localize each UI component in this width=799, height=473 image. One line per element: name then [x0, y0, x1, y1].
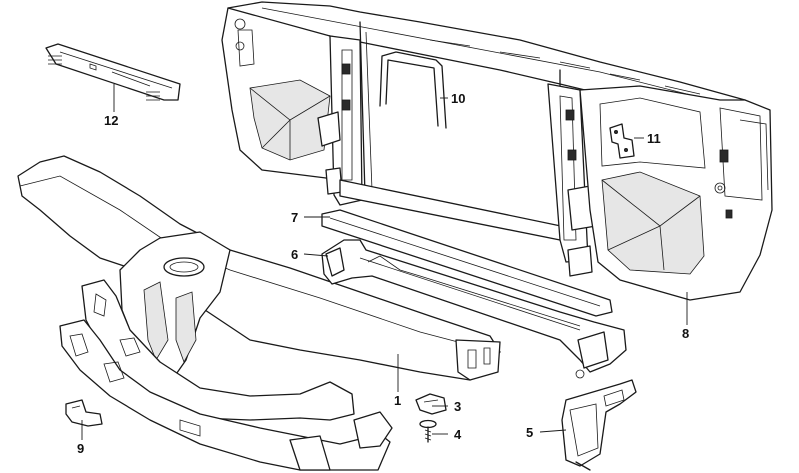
seal-part[interactable] — [379, 51, 447, 129]
lower-bracket-part[interactable] — [561, 379, 637, 471]
callout-8: 8 — [682, 326, 689, 341]
callout-10: 10 — [451, 91, 465, 106]
lower-frame-part[interactable] — [59, 279, 393, 471]
clamp-part[interactable] — [415, 393, 447, 415]
upper-bracket-part[interactable] — [45, 43, 181, 101]
small-bracket-part[interactable] — [609, 123, 635, 159]
callout-1: 1 — [394, 393, 401, 408]
callout-11: 11 — [647, 131, 661, 146]
callout-3: 3 — [454, 399, 461, 414]
front-panel-part[interactable] — [221, 1, 773, 301]
callout-4: 4 — [454, 427, 462, 442]
callout-7: 7 — [291, 210, 298, 225]
cross-member-part[interactable] — [17, 155, 501, 381]
callout-labels: 12 10 11 7 6 8 1 3 4 5 9 — [77, 91, 689, 456]
guide-strip-part[interactable] — [321, 209, 613, 317]
screw-part[interactable] — [419, 419, 437, 443]
clip-part[interactable] — [65, 399, 103, 427]
callout-12: 12 — [104, 113, 118, 128]
leader-lines — [81, 84, 688, 440]
support-bracket-part[interactable] — [321, 239, 627, 379]
callout-9: 9 — [77, 441, 84, 456]
callout-6: 6 — [291, 247, 298, 262]
callout-5: 5 — [526, 425, 533, 440]
